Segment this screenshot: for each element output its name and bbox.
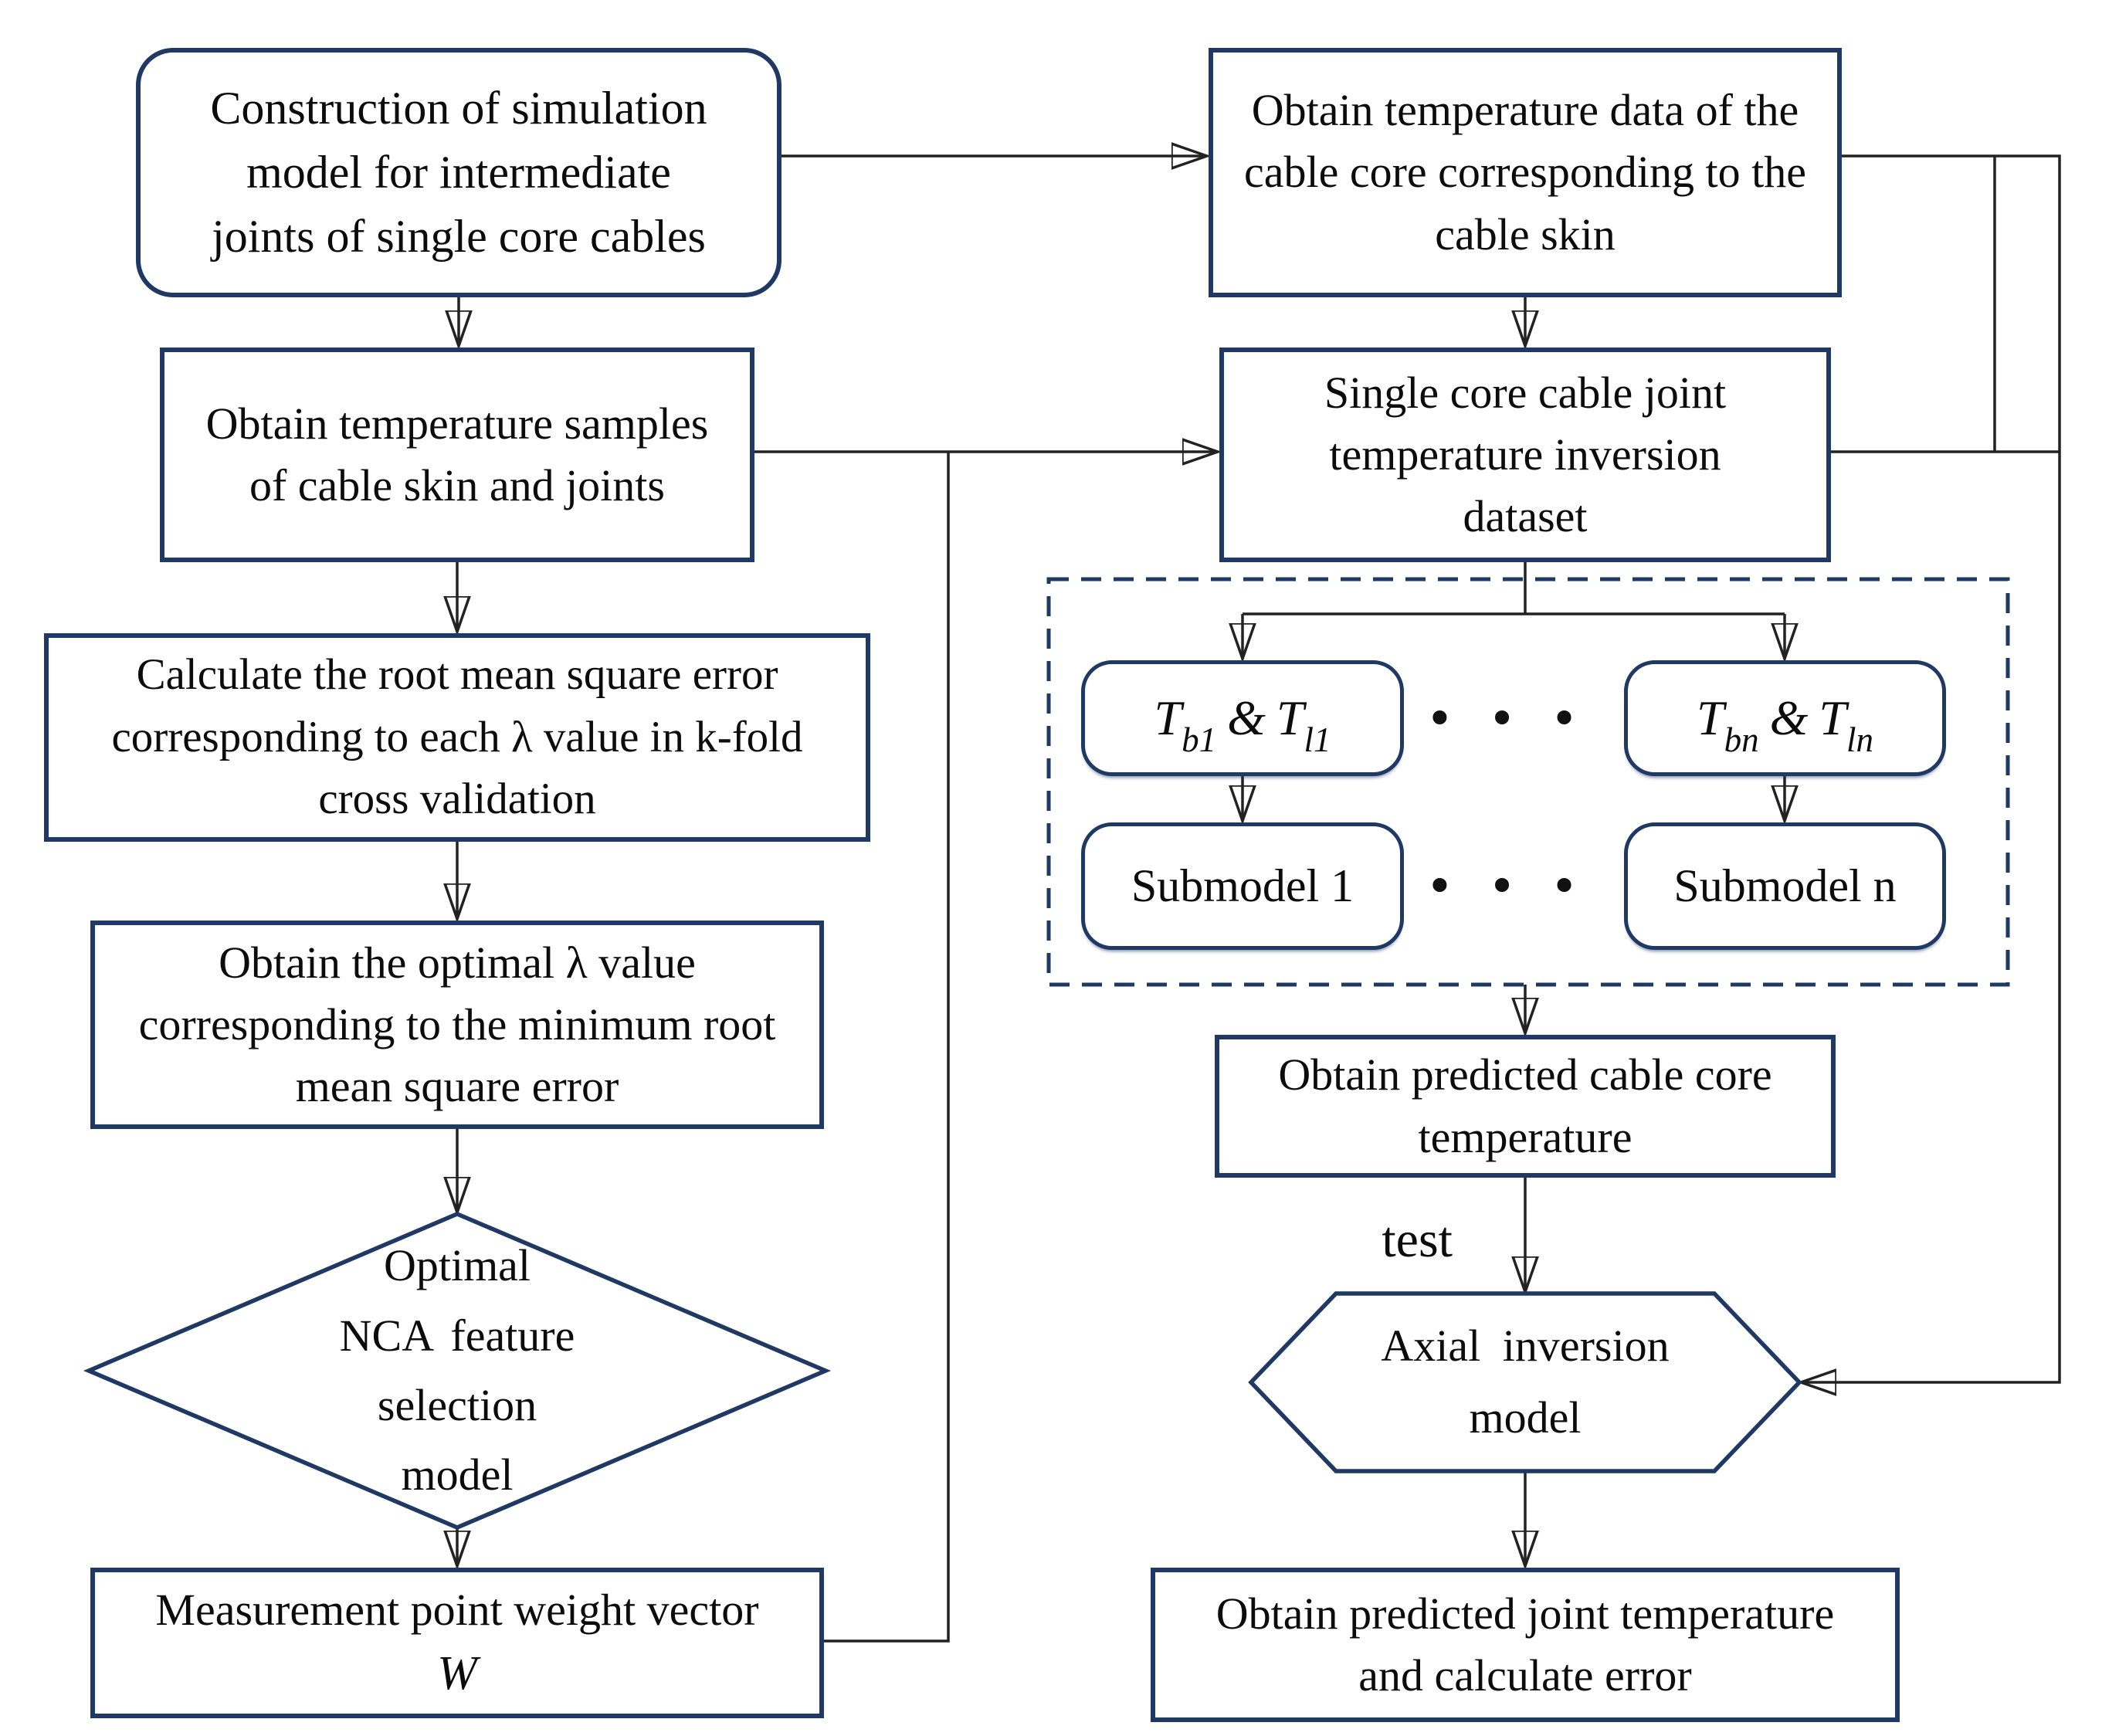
- node-label: Obtain predicted joint temperature and c…: [1215, 1588, 1835, 1700]
- node-label: Obtain the optimal λ value corresponding…: [138, 937, 776, 1112]
- node-nca-diamond-label: Optimal NCA feature selection model: [202, 1232, 712, 1510]
- wire-weight-vector-merge: [824, 452, 950, 1643]
- node-axial-model-label: Axial inversion model: [1305, 1299, 1745, 1465]
- diamond-line: selection: [377, 1380, 537, 1430]
- node-optimal-lambda: Obtain the optimal λ value corresponding…: [90, 921, 824, 1129]
- node-predicted-joint: Obtain predicted joint temperature and c…: [1151, 1568, 1900, 1722]
- diamond-line: NCA feature: [339, 1310, 575, 1361]
- t-symbol: T: [1276, 690, 1304, 745]
- node-label: Single core cable joint temperature inve…: [1324, 367, 1727, 542]
- axial-model-hexagon-shape: [1248, 1291, 1802, 1473]
- node-construction: Construction of simulation model for int…: [136, 48, 781, 297]
- node-label: Measurement point weight vector: [155, 1584, 759, 1635]
- node-label: Obtain temperature samples of cable skin…: [205, 398, 709, 510]
- node-calc-rmse: Calculate the root mean square error cor…: [44, 633, 870, 842]
- ellipsis-bottom: •••: [1426, 857, 1612, 914]
- t-subscript: bn: [1724, 720, 1759, 759]
- ellipsis-top: •••: [1426, 690, 1612, 747]
- node-label: Submodel n: [1673, 860, 1897, 912]
- node-label: Construction of simulation model for int…: [210, 83, 707, 262]
- node-t-first: Tb1&Tl1: [1081, 660, 1404, 776]
- ampersand: &: [1227, 690, 1266, 745]
- t-subscript: b1: [1182, 720, 1217, 759]
- diamond-line: model: [401, 1449, 514, 1500]
- node-submodel-last: Submodel n: [1624, 822, 1946, 950]
- t-subscript: l1: [1304, 720, 1331, 759]
- node-label: Obtain temperature data of the cable cor…: [1244, 85, 1806, 259]
- node-inversion-dataset: Single core cable joint temperature inve…: [1219, 348, 1831, 562]
- t-symbol: T: [1154, 690, 1182, 745]
- node-label: Submodel 1: [1131, 860, 1354, 912]
- node-weight-vector: Measurement point weight vector W: [90, 1568, 824, 1718]
- hexagon-line: Axial inversion: [1381, 1320, 1670, 1371]
- node-label: Obtain predicted cable core temperature: [1278, 1049, 1772, 1162]
- wire-right-loop-to-axial-model: [1802, 154, 2061, 1382]
- t-symbol: T: [1819, 690, 1846, 745]
- t-last-formula: Tbn&Tln: [1697, 684, 1873, 758]
- node-obtain-samples: Obtain temperature samples of cable skin…: [160, 348, 754, 562]
- node-t-last: Tbn&Tln: [1624, 660, 1946, 776]
- hexagon-line: model: [1469, 1392, 1582, 1443]
- node-predicted-core: Obtain predicted cable core temperature: [1215, 1035, 1836, 1178]
- weight-vector-symbol: W: [437, 1646, 477, 1700]
- diamond-line: Optimal: [383, 1240, 531, 1291]
- nca-diamond-shape: [83, 1212, 832, 1530]
- t-symbol: T: [1697, 690, 1724, 745]
- t-subscript: ln: [1846, 720, 1873, 759]
- ampersand: &: [1769, 690, 1809, 745]
- t-first-formula: Tb1&Tl1: [1154, 684, 1331, 758]
- node-label: Calculate the root mean square error cor…: [111, 649, 803, 824]
- test-annotation: test: [1382, 1212, 1453, 1268]
- node-obtain-core-data: Obtain temperature data of the cable cor…: [1209, 48, 1842, 297]
- node-submodel-first: Submodel 1: [1081, 822, 1404, 950]
